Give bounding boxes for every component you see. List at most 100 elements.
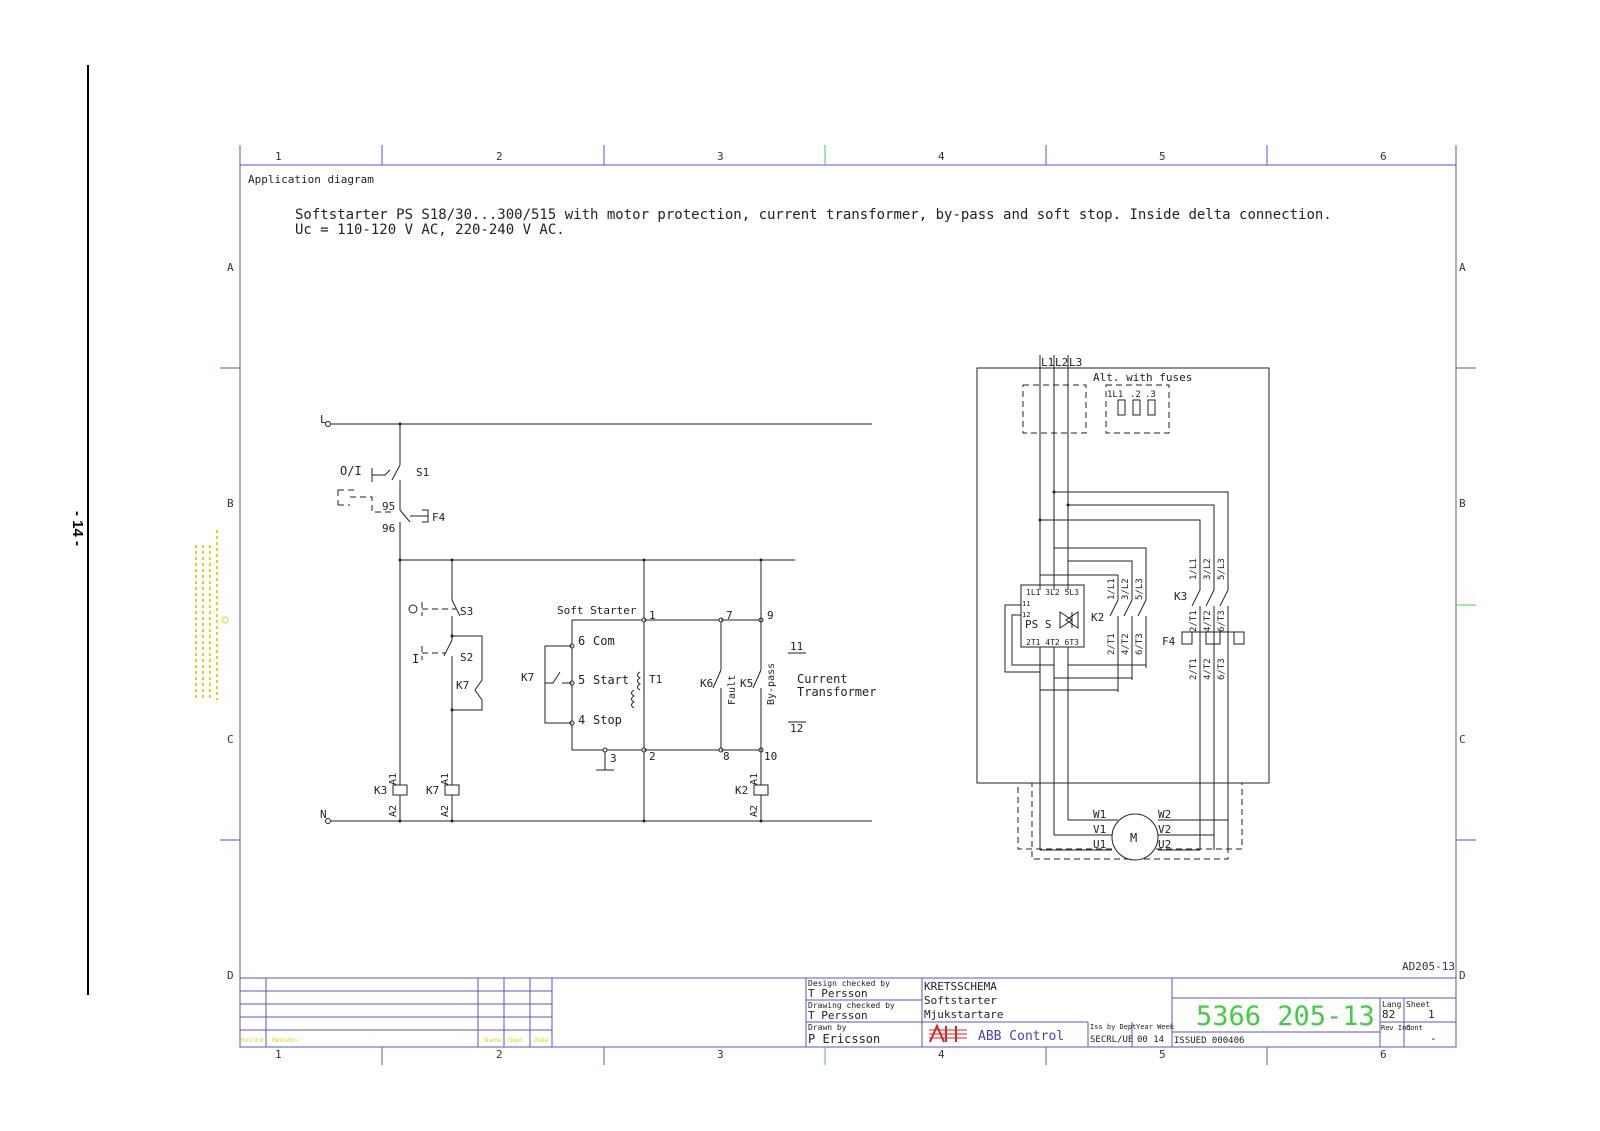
iss-by-dept-label: Iss by Dept xyxy=(1090,1023,1136,1031)
column-label: 2 xyxy=(496,150,503,163)
column-label: 6 xyxy=(1380,150,1387,163)
s1-symbol: O/I xyxy=(340,464,362,478)
t1-label: T1 xyxy=(649,673,662,686)
k2-bottom-label: 2/T1 xyxy=(1107,633,1117,655)
watermark-circle xyxy=(221,616,229,624)
k7-coil-label: K7 xyxy=(426,784,439,797)
term-8-label: 8 xyxy=(723,750,730,763)
k3-bottom-label: 2/T1 xyxy=(1189,610,1199,632)
k2-bottom-label: 6/T3 xyxy=(1135,633,1145,655)
a1-label: A1 xyxy=(440,773,451,785)
diagram-title: Softstarter PS S18/30...300/515 with mot… xyxy=(295,207,1332,223)
ps-11-label: 11 xyxy=(1022,600,1030,608)
column-label: 6 xyxy=(1380,1048,1387,1061)
revision-col: Revision xyxy=(272,1037,297,1044)
bottom-column-ruler xyxy=(381,1047,1268,1065)
bypass-label: By-pass xyxy=(766,663,777,705)
f4-label: F4 xyxy=(432,511,446,524)
column-label: 1 xyxy=(275,1048,282,1061)
row-ruler xyxy=(220,367,1476,841)
transformer-label: Transformer xyxy=(797,685,876,699)
k3-top-label: 3/L2 xyxy=(1203,558,1213,580)
copyright-watermark xyxy=(192,540,232,700)
l1-label: L1 xyxy=(1041,356,1054,369)
year-week: 00 14 xyxy=(1137,1035,1164,1045)
term-6-label: 6 xyxy=(578,634,585,648)
row-label: B xyxy=(227,497,234,510)
v2-label: V2 xyxy=(1158,823,1171,836)
row-label: C xyxy=(227,733,234,746)
k2-top-label: 1/L1 xyxy=(1107,578,1117,600)
column-label: 2 xyxy=(496,1048,503,1061)
fuse-1-label: 1L1 xyxy=(1107,390,1123,400)
lang-label: Lang xyxy=(1382,1000,1401,1009)
w1-label: W1 xyxy=(1093,808,1106,821)
column-label: 3 xyxy=(717,1048,724,1061)
current-label: Current xyxy=(797,672,848,686)
term-12-label: 12 xyxy=(790,722,803,735)
term-11-label: 11 xyxy=(790,640,803,653)
k2-top-label: 5/L3 xyxy=(1135,578,1145,600)
drawing-frame xyxy=(239,164,1457,1048)
document-number: 5366 205-13 xyxy=(1196,1001,1375,1032)
k3-coil-label: K3 xyxy=(374,784,387,797)
top-column-ruler xyxy=(239,145,1457,165)
term-5-label: 5 xyxy=(578,673,585,687)
ps-12-label: 12 xyxy=(1022,611,1030,619)
row-label: D xyxy=(227,969,234,982)
cont-label: Cont xyxy=(1406,1024,1423,1032)
s2-label: S2 xyxy=(460,651,473,664)
k3-top-label: 5/L3 xyxy=(1217,558,1227,580)
com-label: Com xyxy=(593,634,615,648)
date-col: Date xyxy=(534,1037,549,1044)
diagram-subtitle: Uc = 110-120 V AC, 220-240 V AC. xyxy=(295,222,565,238)
drawn-by: P Ericsson xyxy=(808,1032,880,1046)
term-7-label: 7 xyxy=(726,609,733,622)
doc-title-2: Softstarter xyxy=(924,994,997,1007)
k2-top-label: 3/L2 xyxy=(1121,578,1131,600)
k3-bottom-label: 4/T2 xyxy=(1203,610,1213,632)
rail-n-label: N xyxy=(320,808,327,821)
column-label: 3 xyxy=(717,150,724,163)
f4-96-label: 96 xyxy=(382,522,395,535)
soft-starter-label: Soft Starter xyxy=(557,604,637,617)
term-1-label: 1 xyxy=(649,609,656,622)
u1-label: U1 xyxy=(1093,838,1106,851)
sheet-label: Sheet xyxy=(1406,1000,1430,1009)
year-week-label: Year Week xyxy=(1136,1023,1175,1031)
rev-ind-col: Rev Ind xyxy=(241,1037,264,1044)
rail-l-label: L xyxy=(320,413,327,426)
a1-label: A1 xyxy=(749,773,760,785)
design-checked-by: T Persson xyxy=(808,987,868,1000)
row-label: A xyxy=(227,261,234,274)
column-label: 1 xyxy=(275,150,282,163)
control-circuit: L N O/I S1 9 5 96 F4 xyxy=(320,413,876,824)
l2-label: L2 xyxy=(1055,356,1068,369)
row-label: C xyxy=(1459,733,1466,746)
term-2-label: 2 xyxy=(649,750,656,763)
k7-contact-label: K7 xyxy=(456,679,469,692)
k3-power-label: K3 xyxy=(1174,590,1187,603)
k5-label: K5 xyxy=(740,677,753,690)
drawn-by-label: Drawn by xyxy=(808,1023,847,1032)
column-label: 4 xyxy=(938,1048,945,1061)
u2-label: U2 xyxy=(1158,838,1171,851)
alt-fuses-label: Alt. with fuses xyxy=(1093,371,1192,384)
term-4-label: 4 xyxy=(578,713,585,727)
term-3-label: 3 xyxy=(610,752,617,765)
row-label: B xyxy=(1459,497,1466,510)
power-circuit: L1 L2 L3 Alt. with fuses 1L1 .2 .3 1L1 3… xyxy=(976,355,1270,861)
design-checked-by-label: Design checked by xyxy=(808,979,890,988)
section-label: Application diagram xyxy=(248,173,374,186)
l3-label: L3 xyxy=(1069,356,1082,369)
s1-label: S1 xyxy=(416,466,429,479)
term-9-label: 9 xyxy=(767,609,774,622)
a2-label: A2 xyxy=(749,805,760,817)
ps-label: PS S xyxy=(1025,618,1052,631)
k2-coil-label: K2 xyxy=(735,784,748,797)
k7-start-label: K7 xyxy=(521,671,534,684)
dept-col: Dept xyxy=(508,1037,523,1044)
column-label: 5 xyxy=(1159,150,1166,163)
name-col: Name xyxy=(484,1037,502,1044)
